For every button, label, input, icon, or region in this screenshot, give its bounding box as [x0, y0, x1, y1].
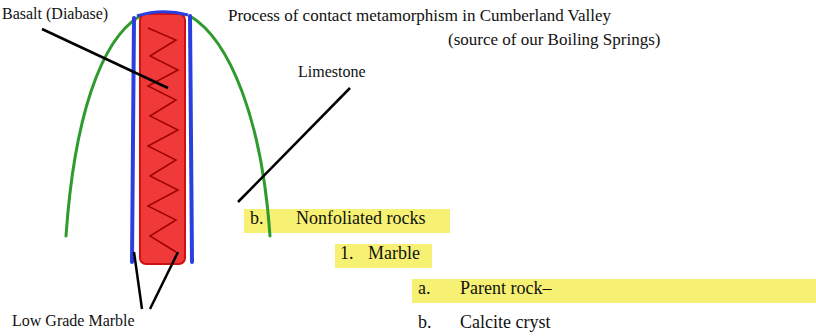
- highlight: [412, 279, 816, 303]
- leader-line: [238, 88, 350, 202]
- callout-label: Low Grade Marble: [12, 311, 135, 330]
- highlight: [335, 244, 432, 268]
- marble-rim: [132, 18, 134, 262]
- leader-line: [150, 252, 178, 309]
- limestone-fold: [66, 16, 140, 236]
- outline-marker: a.: [418, 278, 431, 300]
- outline-marker: 1.: [340, 243, 354, 265]
- highlight: [244, 209, 450, 233]
- marble-rim: [137, 12, 188, 16]
- outline-text: Calcite cryst: [460, 312, 550, 334]
- outline-marker: b.: [250, 208, 264, 230]
- outline-text: Nonfoliated rocks: [296, 208, 425, 230]
- leader-line: [42, 29, 168, 88]
- callout-label: Basalt (Diabase): [2, 4, 108, 23]
- subtitle-note: (source of our Boiling Springs): [448, 30, 660, 50]
- outline-marker: b.: [418, 312, 432, 334]
- dike-scribble: [148, 28, 178, 252]
- basalt-dike: [140, 14, 185, 264]
- marble-rim: [190, 16, 192, 262]
- diagram-title: Process of contact metamorphism in Cumbe…: [228, 6, 611, 26]
- limestone-fold: [190, 16, 270, 236]
- leader-line: [134, 252, 142, 309]
- outline-text: Marble: [368, 243, 420, 265]
- callout-label: Limestone: [298, 62, 366, 81]
- outline-text: Parent rock–: [460, 278, 551, 300]
